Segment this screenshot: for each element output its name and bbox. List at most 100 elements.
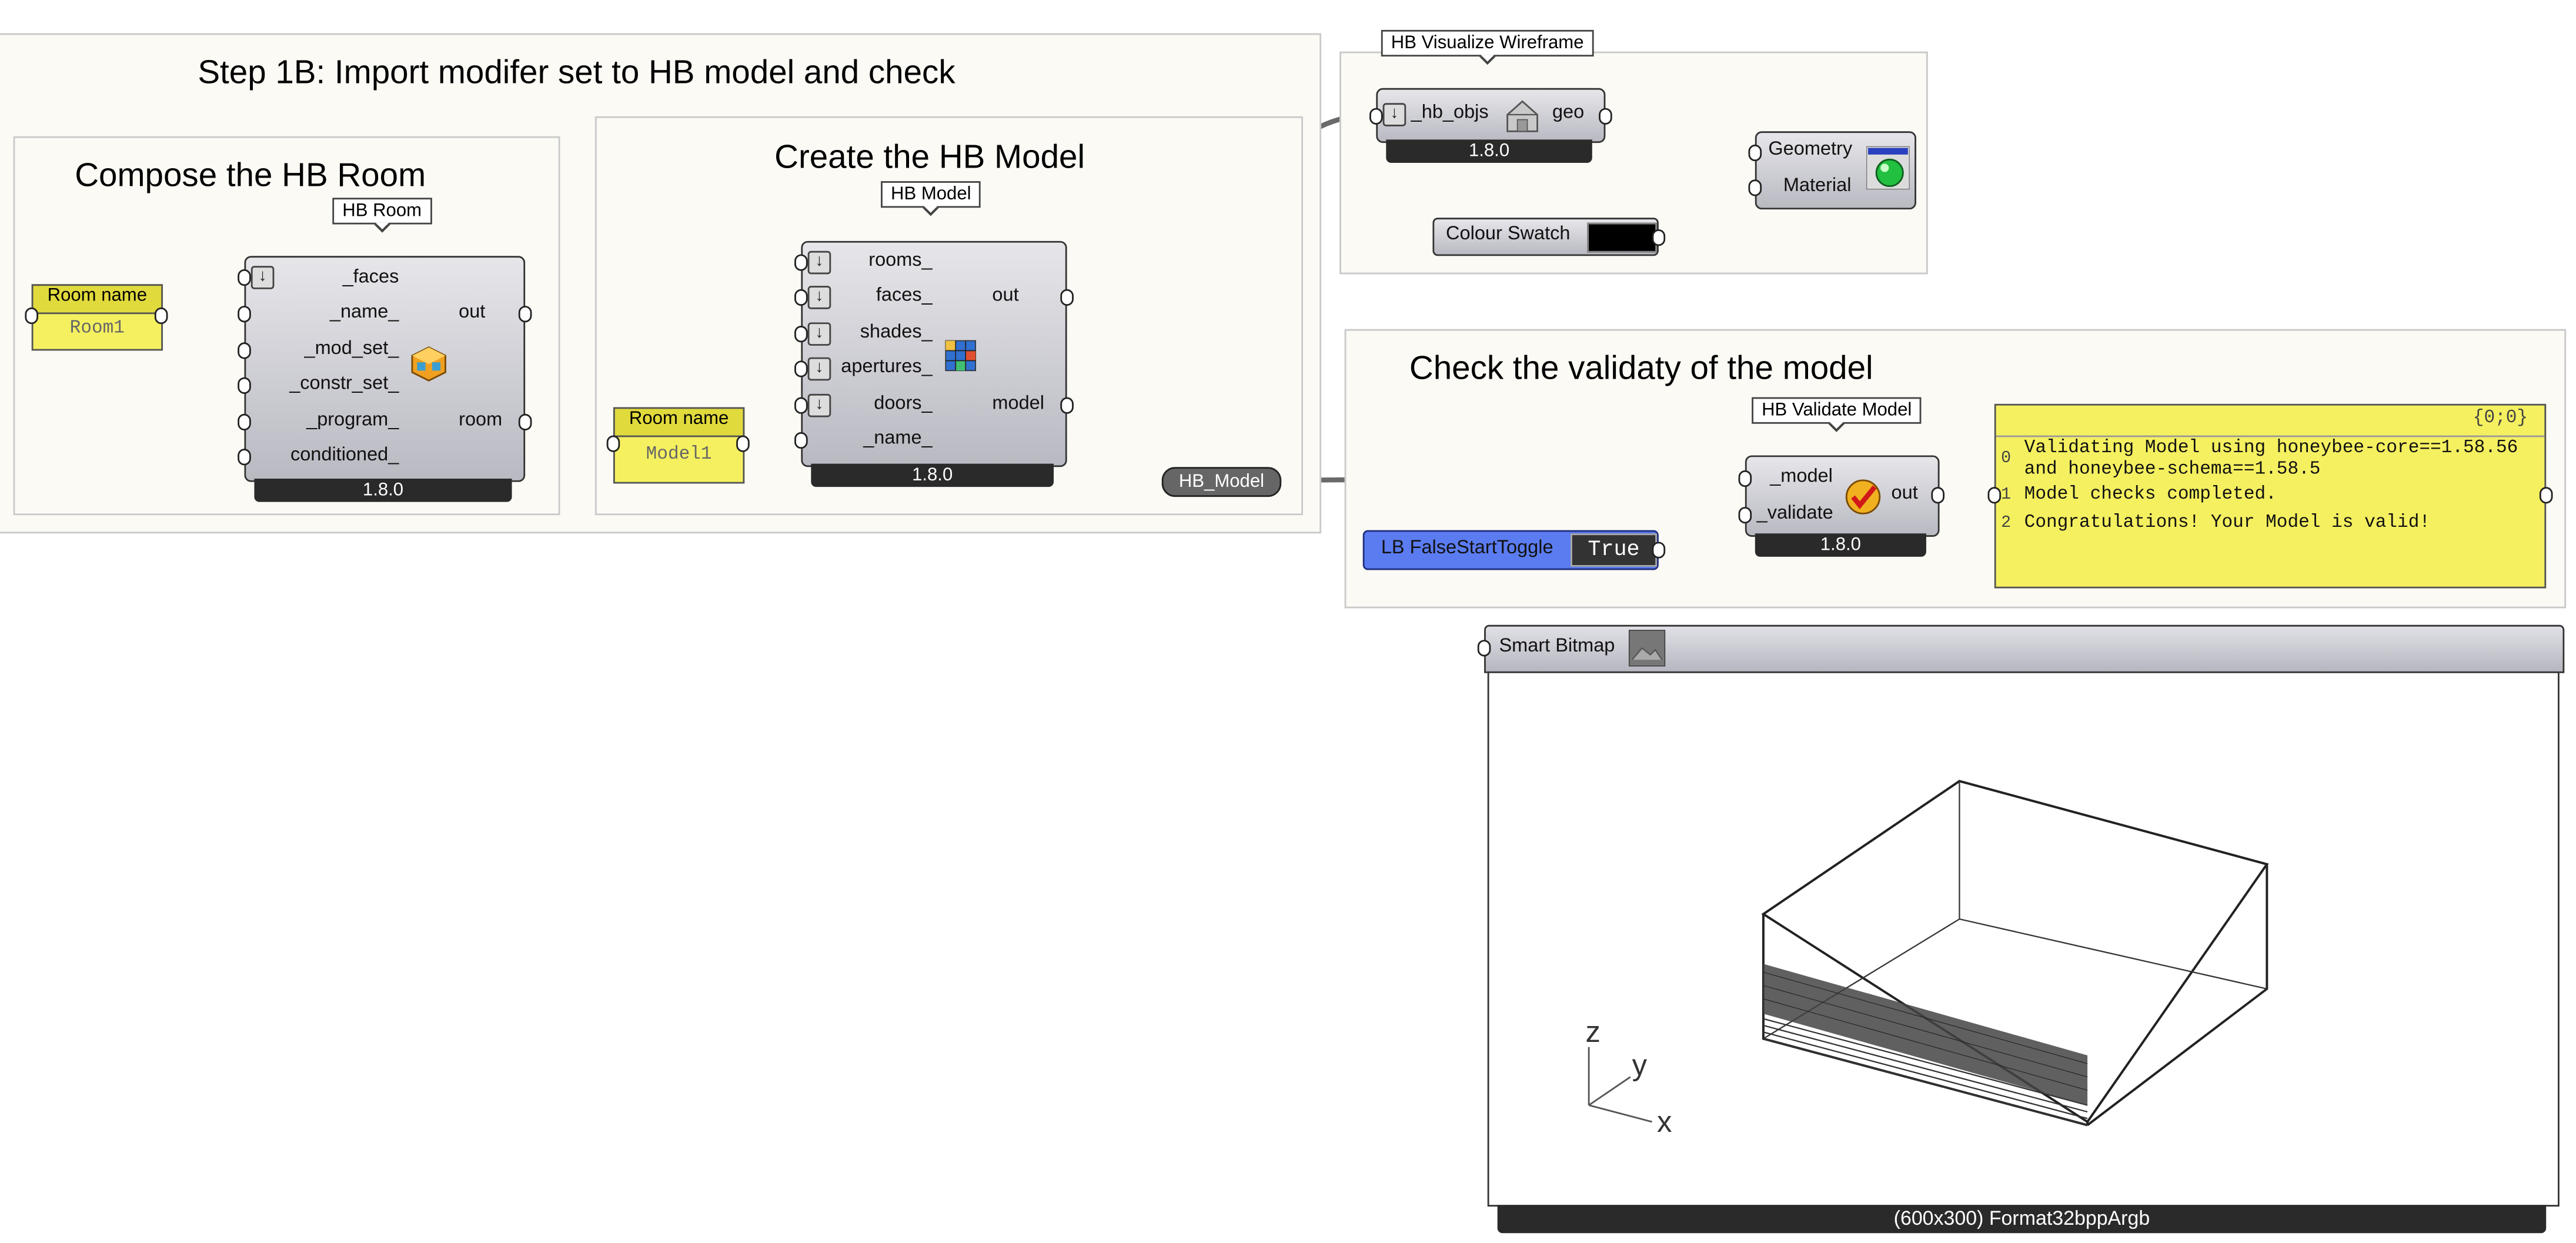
result-panel[interactable]: {0;0} 0 Validating Model using honeybee-… xyxy=(1994,403,2547,589)
hb-model-output-out[interactable]: out xyxy=(992,286,1019,306)
grip[interactable] xyxy=(518,413,532,431)
arrow-down-icon[interactable]: ↓ xyxy=(250,266,275,289)
grip[interactable] xyxy=(1652,229,1666,246)
arrow-down-icon[interactable]: ↓ xyxy=(807,250,831,275)
arrow-down-icon[interactable]: ↓ xyxy=(807,286,831,309)
hb-model-input-rooms[interactable]: rooms_ xyxy=(868,250,933,271)
custom-preview-input-material[interactable]: Material xyxy=(1783,176,1852,196)
hb-model-input-faces[interactable]: faces_ xyxy=(876,286,933,306)
hb-model-input-doors[interactable]: doors_ xyxy=(874,393,933,414)
hb-validate-label: HB Validate Model xyxy=(1752,397,1922,432)
grip[interactable] xyxy=(736,435,750,452)
model-name-panel-value[interactable]: Model1 xyxy=(646,445,712,466)
axis-label-x: x xyxy=(1657,1105,1672,1138)
group-title-create: Create the HB Model xyxy=(774,139,1085,176)
grip[interactable] xyxy=(1060,289,1074,306)
group-title-compose: Compose the HB Room xyxy=(75,158,426,195)
grip[interactable] xyxy=(794,397,808,414)
grip[interactable] xyxy=(1477,640,1491,657)
wireframe-house-icon xyxy=(1506,100,1538,132)
hb-model-component[interactable]: ↓ ↓ ↓ ↓ ↓ rooms_ faces_ shades_ aperture… xyxy=(801,240,1067,467)
custom-preview-input-geometry[interactable]: Geometry xyxy=(1768,139,1853,160)
hb-model-input-name[interactable]: _name_ xyxy=(863,429,933,449)
hb-visualize-version: 1.8.0 xyxy=(1386,139,1592,163)
grip[interactable] xyxy=(606,435,620,452)
hb-room-version: 1.8.0 xyxy=(254,479,512,502)
group-title-check: Check the validaty of the model xyxy=(1409,350,1873,387)
hb-room-input-name[interactable]: _name_ xyxy=(329,302,399,323)
hb-room-input-constr-set[interactable]: _constr_set_ xyxy=(289,373,399,394)
room-name-panel-value[interactable]: Room1 xyxy=(69,319,125,339)
grip[interactable] xyxy=(794,325,808,343)
result-line-text: Congratulations! Your Model is valid! xyxy=(2024,513,2431,534)
hb-room-label: HB Room xyxy=(332,198,432,233)
smart-bitmap-footer: (600x300) Format32bppArgb xyxy=(1497,1205,2547,1234)
room-name-panel[interactable]: Room name Room1 xyxy=(31,284,163,351)
axis-label-z: z xyxy=(1585,1015,1600,1048)
grip[interactable] xyxy=(1060,397,1074,414)
colour-swatch-color[interactable] xyxy=(1587,222,1658,253)
grip[interactable] xyxy=(794,254,808,271)
hb-validate-input-validate[interactable]: _validate xyxy=(1756,503,1833,524)
lb-false-start-toggle[interactable]: LB FalseStartToggle True xyxy=(1362,530,1659,570)
grip[interactable] xyxy=(1652,542,1666,559)
hb-validate-output-out[interactable]: out xyxy=(1891,483,1918,504)
grip[interactable] xyxy=(1931,487,1945,504)
hb-model-input-apertures[interactable]: apertures_ xyxy=(841,357,933,377)
grip[interactable] xyxy=(518,306,532,323)
grip[interactable] xyxy=(1599,108,1612,125)
grip[interactable] xyxy=(238,342,251,359)
hb-room-input-program[interactable]: _program_ xyxy=(306,410,399,431)
smart-bitmap-header[interactable]: Smart Bitmap xyxy=(1484,624,2565,673)
grip[interactable] xyxy=(25,307,39,325)
model-name-panel[interactable]: Room name Model1 xyxy=(613,407,745,484)
grip[interactable] xyxy=(794,289,808,306)
hb-validate-component[interactable]: _model _validate out xyxy=(1745,455,1940,537)
hb-room-output-room[interactable]: room xyxy=(459,410,503,431)
grip[interactable] xyxy=(238,377,251,394)
grip[interactable] xyxy=(794,432,808,449)
colour-swatch-component[interactable]: Colour Swatch xyxy=(1432,218,1659,256)
hb-room-input-conditioned[interactable]: conditioned_ xyxy=(290,445,399,466)
hb-visualize-component[interactable]: ↓ _hb_objs geo xyxy=(1376,88,1606,143)
result-line-text: Model checks completed. xyxy=(2024,485,2277,506)
grip[interactable] xyxy=(154,307,168,325)
grip[interactable] xyxy=(1738,470,1752,487)
hb-visualize-output-geo[interactable]: geo xyxy=(1552,103,1585,123)
hb-model-input-shades[interactable]: shades_ xyxy=(860,322,933,343)
custom-preview-component[interactable]: Geometry Material xyxy=(1755,131,1916,210)
arrow-down-icon[interactable]: ↓ xyxy=(807,393,831,417)
image-icon xyxy=(1628,630,1666,667)
toggle-label: LB FalseStartToggle xyxy=(1381,538,1553,559)
result-line-index: 0 xyxy=(2001,450,2012,469)
panel-divider xyxy=(1996,435,2545,437)
hb-visualize-input-hb-objs[interactable]: _hb_objs xyxy=(1411,103,1489,123)
grip[interactable] xyxy=(238,413,251,431)
grip[interactable] xyxy=(1987,487,2002,504)
grip[interactable] xyxy=(1738,507,1752,524)
hb-room-input-mod-set[interactable]: _mod_set_ xyxy=(304,339,399,359)
grip[interactable] xyxy=(2539,487,2553,504)
grip[interactable] xyxy=(1748,144,1762,162)
hb-room-input-faces[interactable]: _faces xyxy=(342,268,399,288)
arrow-down-icon[interactable]: ↓ xyxy=(807,322,831,346)
smart-bitmap-viewport[interactable]: z y x xyxy=(1487,671,2560,1207)
arrow-down-icon[interactable]: ↓ xyxy=(807,357,831,381)
hb-model-output-model[interactable]: model xyxy=(992,393,1044,414)
grip[interactable] xyxy=(238,449,251,466)
grip[interactable] xyxy=(794,360,808,377)
hb-model-version: 1.8.0 xyxy=(811,463,1054,487)
arrow-down-icon[interactable]: ↓ xyxy=(1382,103,1406,126)
result-panel-path: {0;0} xyxy=(2473,409,2528,429)
grip[interactable] xyxy=(1369,108,1383,125)
hb-validate-version: 1.8.0 xyxy=(1755,533,1926,557)
grip[interactable] xyxy=(238,269,251,286)
relay-hb-model[interactable]: HB_Model xyxy=(1161,467,1282,497)
grip[interactable] xyxy=(1748,179,1762,196)
grip[interactable] xyxy=(238,306,251,323)
toggle-value[interactable]: True xyxy=(1571,533,1658,567)
hb-room-component[interactable]: ↓ _faces _name_ _mod_set_ _constr_set_ _… xyxy=(244,256,526,482)
hb-validate-input-model[interactable]: _model xyxy=(1770,467,1833,487)
hb-room-output-out[interactable]: out xyxy=(459,302,486,323)
